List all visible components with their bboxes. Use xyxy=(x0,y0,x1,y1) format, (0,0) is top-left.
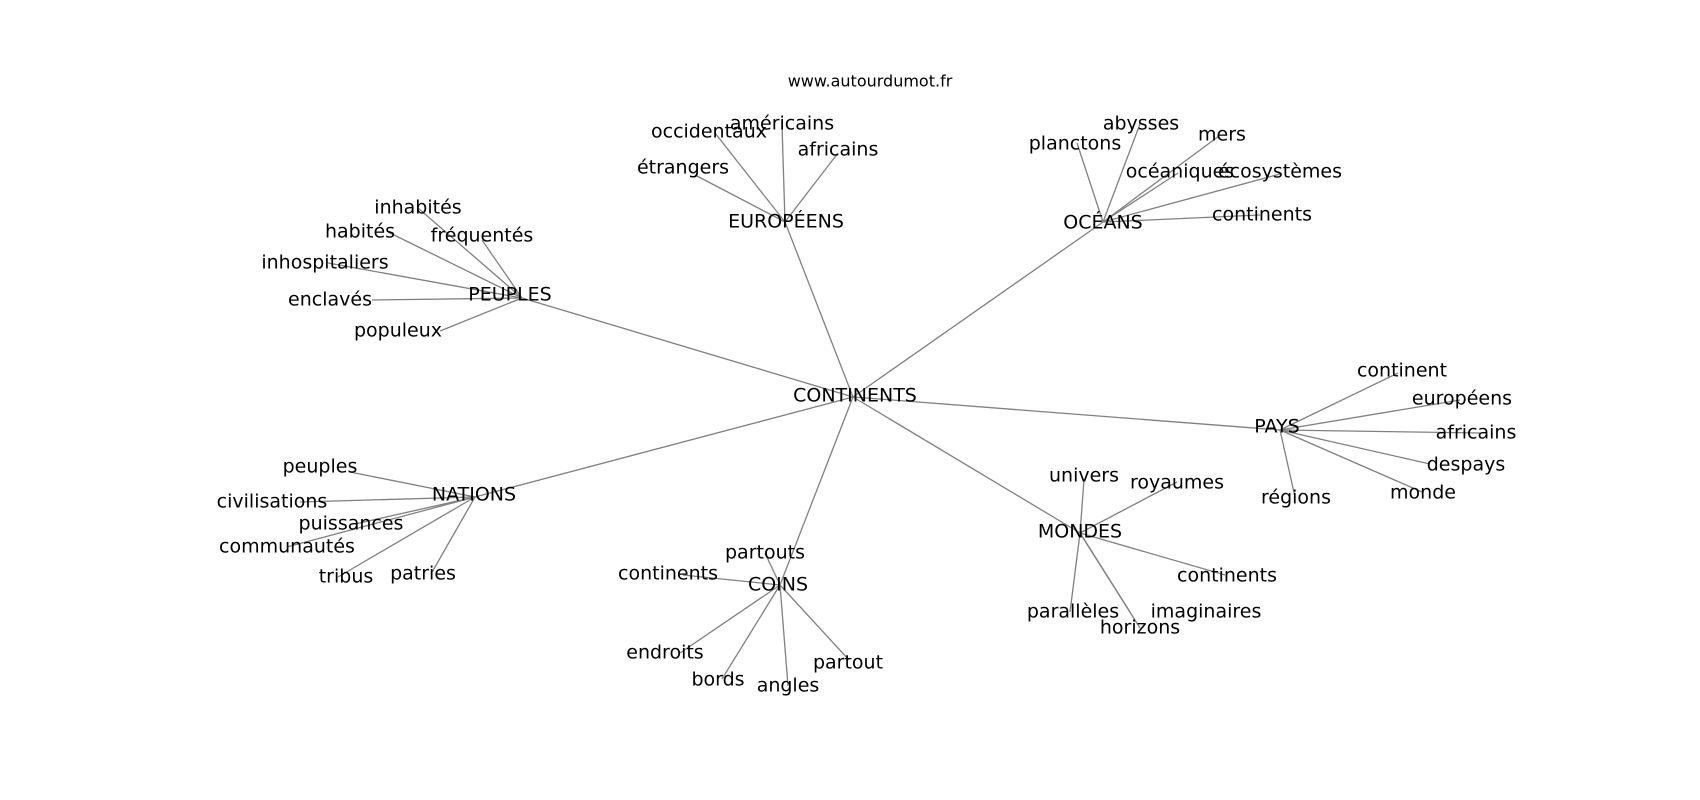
edge-coins-leaf xyxy=(779,584,789,687)
leaf-node-label: horizons xyxy=(1100,617,1180,639)
hub-node-europeens: EUROPÉENS xyxy=(728,210,844,233)
hub-node-pays: PAYS xyxy=(1254,416,1299,438)
leaf-node-label: océaniques xyxy=(1126,161,1234,183)
leaf-node-label: continents xyxy=(618,563,718,585)
edge-root-mondes xyxy=(852,396,1081,534)
edge-pays-leaf xyxy=(1279,372,1399,431)
edge-root-peuples xyxy=(521,297,854,398)
edge-pays-leaf xyxy=(1279,429,1423,493)
leaf-node-label: bords xyxy=(691,669,744,691)
edge-pays-leaf xyxy=(1279,429,1296,498)
edge-peuples-leaf xyxy=(439,297,523,332)
edge-nations-leaf xyxy=(337,496,476,578)
edge-europeens-leaf xyxy=(694,174,786,223)
edge-oceans-leaf xyxy=(1102,173,1281,223)
edge-oceans-leaf xyxy=(1102,214,1261,223)
edge-peuples-leaf xyxy=(371,297,523,301)
hub-node-oceans: OCÉANS xyxy=(1063,211,1143,234)
leaf-node-label: populeux xyxy=(354,320,442,342)
leaf-node-label: despays xyxy=(1427,454,1506,476)
edge-nations-leaf xyxy=(349,471,476,498)
hub-node-peuples: PEUPLES xyxy=(468,284,551,306)
leaf-node-label: imaginaires xyxy=(1151,601,1262,623)
hub-node-nations: NATIONS xyxy=(432,484,516,506)
leaf-node-label: partouts xyxy=(725,542,805,564)
graph-edges xyxy=(286,123,1481,687)
leaf-node-label: abysses xyxy=(1103,113,1179,135)
source-website-label: www.autourdumot.fr xyxy=(788,72,953,91)
leaf-node-label: peuples xyxy=(283,456,358,478)
edge-oceans-leaf xyxy=(1076,142,1104,223)
leaf-node-label: africains xyxy=(798,139,879,161)
leaf-node-label: continents xyxy=(1212,204,1312,226)
edge-europeens-leaf xyxy=(781,124,786,223)
edge-pays-leaf xyxy=(1279,399,1461,431)
leaf-node-label: continent xyxy=(1357,360,1447,382)
edge-oceans-leaf xyxy=(1102,123,1141,223)
edge-coins-leaf xyxy=(679,584,781,654)
edge-pays-leaf xyxy=(1279,429,1431,465)
edge-peuples-leaf xyxy=(481,239,523,299)
edge-root-pays xyxy=(852,396,1281,431)
edge-root-coins xyxy=(779,396,854,586)
leaf-node-label: inhospitaliers xyxy=(261,252,388,274)
leaf-node-label: continents xyxy=(1177,565,1277,587)
edge-peuples-leaf xyxy=(417,207,523,299)
edge-coins-leaf xyxy=(764,552,781,586)
hub-node-mondes: MONDES xyxy=(1038,521,1122,543)
edge-mondes-leaf xyxy=(1079,532,1226,576)
leaf-node-label: royaumes xyxy=(1130,472,1224,494)
edge-peuples-leaf xyxy=(327,262,523,299)
leaf-node-label: communautés xyxy=(219,536,355,558)
leaf-node-label: parallèles xyxy=(1027,601,1119,623)
leaf-node-label: fréquentés xyxy=(431,225,534,247)
leaf-node-label: européens xyxy=(1412,388,1512,410)
leaf-node-label: univers xyxy=(1049,465,1119,487)
leaf-node-label: inhabités xyxy=(374,197,461,219)
edge-nations-leaf xyxy=(299,496,476,503)
edge-root-nations xyxy=(474,396,854,498)
leaf-node-label: planctons xyxy=(1029,133,1122,155)
edge-nations-leaf xyxy=(286,496,476,548)
edge-peuples-leaf xyxy=(387,231,523,299)
leaf-node-label: monde xyxy=(1390,482,1456,504)
leaf-node-label: puissances xyxy=(299,513,404,535)
edge-coins-leaf xyxy=(779,584,850,661)
edge-nations-leaf xyxy=(354,496,476,525)
leaf-node-label: américains xyxy=(730,113,834,135)
leaf-node-label: mers xyxy=(1198,124,1246,146)
leaf-node-label: africains xyxy=(1436,422,1517,444)
edge-root-oceans xyxy=(852,221,1104,398)
edge-europeens-leaf xyxy=(714,132,786,223)
edge-coins-leaf xyxy=(721,584,781,680)
leaf-node-label: partout xyxy=(813,652,883,674)
leaf-node-label: occidentaux xyxy=(651,121,767,143)
edge-pays-leaf xyxy=(1279,429,1481,434)
leaf-node-label: endroits xyxy=(626,642,703,664)
leaf-node-label: enclavés xyxy=(288,289,372,311)
edge-nations-leaf xyxy=(430,496,476,575)
edge-mondes-leaf xyxy=(1079,479,1085,534)
edge-root-europeens xyxy=(784,221,854,398)
leaf-node-label: étrangers xyxy=(637,157,729,179)
hub-node-coins: COINS xyxy=(748,574,808,596)
edge-mondes-leaf xyxy=(1069,532,1081,613)
leaf-node-label: tribus xyxy=(319,566,374,588)
edge-mondes-leaf xyxy=(1079,481,1178,534)
edge-mondes-leaf xyxy=(1079,532,1141,629)
leaf-node-label: régions xyxy=(1261,487,1331,509)
leaf-node-label: habités xyxy=(325,221,395,243)
leaf-node-label: patries xyxy=(390,563,456,585)
leaf-node-label: angles xyxy=(757,675,820,697)
edge-coins-leaf xyxy=(682,574,781,586)
leaf-node-label: civilisations xyxy=(217,491,328,513)
edge-oceans-leaf xyxy=(1102,135,1220,223)
edge-oceans-leaf xyxy=(1102,172,1179,223)
edge-europeens-leaf xyxy=(784,152,839,223)
root-node-label: CONTINENTS xyxy=(793,385,917,407)
leaf-node-label: écosystèmes xyxy=(1218,161,1342,183)
